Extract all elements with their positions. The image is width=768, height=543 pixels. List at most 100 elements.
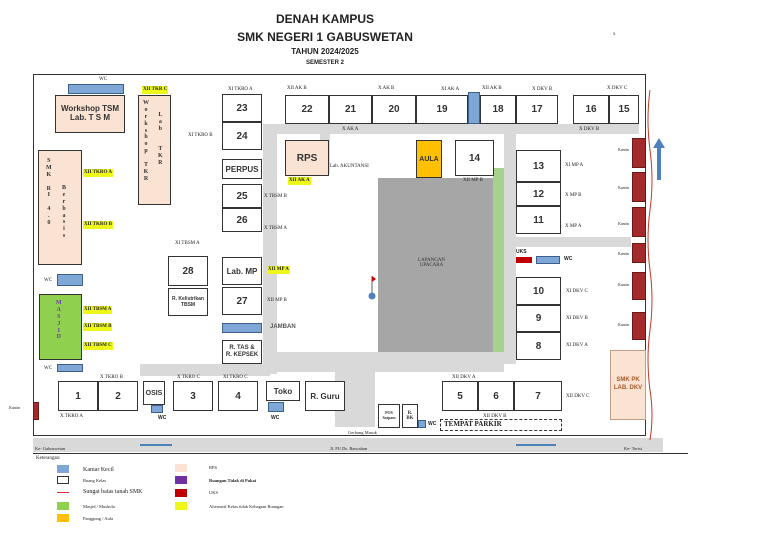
legend-label-aula: Panggung / Aula [83, 516, 113, 521]
kantin-5 [632, 272, 646, 300]
label-x-mp-a: X MP A [565, 224, 582, 229]
berbasis-label: B e r b a s i s [62, 185, 67, 240]
room-4: 4 [218, 381, 258, 411]
wc-top-left [68, 84, 124, 94]
legend-swatch-tidak-dipakai [175, 476, 187, 484]
kantin-2 [632, 172, 646, 202]
label-xi-ak-a: XI AK A [441, 87, 460, 92]
smk-ri-label: S M K R I 4 . 0 [46, 158, 52, 227]
title-denah: DENAH KAMPUS [275, 12, 374, 26]
parking-label: TEMPAT PARKIR [444, 420, 502, 428]
room-1-label: 1 [75, 390, 81, 402]
room-aula: AULA [416, 140, 442, 178]
room-12-label: 12 [532, 188, 545, 200]
room-workshop-tsm: Workshop TSM Lab. T S M [55, 95, 125, 133]
room-24: 24 [222, 122, 262, 150]
room-guru: R. Guru [305, 381, 345, 411]
tag-xii-tkr-c: XII TKR C [142, 86, 169, 94]
room-15: 15 [609, 95, 639, 124]
room-15-label: 15 [618, 104, 630, 115]
room-24-label: 24 [236, 130, 248, 142]
kantin-1 [632, 138, 646, 168]
title-semester: SEMESTER 2 [305, 60, 344, 66]
room-26-label: 26 [236, 214, 248, 226]
label-xii-dkv-c: XII DKV C [566, 394, 590, 399]
room-uks [516, 257, 532, 263]
title-year: TAHUN 2024/2025 [291, 47, 359, 56]
road-marker-right [516, 444, 556, 446]
label-x-dkv-c: X DKV C [607, 86, 628, 91]
wc-bk-label: WC [428, 421, 437, 427]
road-label-gabuswetan: Ke- Gabuswetan [35, 446, 66, 451]
label-xii-mp-b-left: XII MP B [267, 298, 287, 303]
osis-label: OSIS [145, 389, 163, 397]
room-9: 9 [516, 305, 561, 332]
legend-title: Keterangan: [36, 456, 61, 461]
room-7-label: 7 [535, 390, 541, 402]
wc-jamban [222, 323, 262, 333]
room-25: 25 [222, 184, 262, 208]
room-3: 3 [173, 381, 213, 411]
label-xi-tkro-a: XI TKRO A [228, 87, 253, 92]
room-5: 5 [442, 381, 478, 411]
toko-label: Toko [273, 386, 293, 396]
room-toko: Toko [266, 381, 300, 401]
room-lab-mp: Lab. MP [222, 257, 262, 285]
wc-left-mid-label: WC [44, 278, 53, 283]
room-14: 14 [455, 140, 494, 176]
aula-label: AULA [419, 155, 439, 163]
room-19-label: 19 [436, 104, 448, 115]
pos-satpam-label: POS Satpam [382, 410, 396, 420]
field-lapangan [378, 178, 493, 352]
label-xii-ak-b-right: XII AK B [482, 86, 502, 91]
room-6: 6 [478, 381, 514, 411]
room-18: 18 [480, 95, 516, 124]
room-11-label: 11 [533, 214, 544, 226]
legend-swatch-sungai [57, 492, 69, 493]
gerbang-label: Gerbang Masuk [348, 430, 377, 435]
wc-toko-label: WC [271, 415, 280, 421]
legend-swatch-kamar-kecil [57, 465, 69, 473]
kantin-3 [632, 207, 646, 237]
label-xi-dkv-a: XI DKV A [566, 343, 588, 348]
field-grass [493, 168, 504, 352]
river-border [644, 89, 656, 441]
legend-label-sungai: Sungai batas tanah SMK [83, 489, 143, 495]
room-smk-pk: SMK PK LAB. DKV [610, 350, 646, 420]
walkway-lower-left [140, 364, 270, 376]
workshop-tkr-label: W o r k s h o p T K R [143, 100, 149, 182]
label-x-ak-b: X AK B [378, 86, 395, 91]
room-17-label: 17 [531, 104, 543, 115]
parking-area [440, 419, 562, 431]
lapangan-label: LAPANGAN UPACARA [418, 258, 446, 268]
guru-label: R. Guru [310, 391, 340, 401]
room-2: 2 [98, 381, 138, 411]
label-x-tbsm-b: X TBSM B [264, 194, 287, 199]
wc-osis-label: WC [158, 415, 167, 421]
walkway-left-vertical [263, 124, 277, 374]
room-perpus: PERPUS [222, 159, 262, 179]
room-10: 10 [516, 277, 561, 305]
label-xi-dkv-b: XI DKV B [566, 316, 588, 321]
room-11: 11 [516, 206, 561, 234]
label-xii-dkv-a: XII DKV A [452, 375, 476, 380]
label-xii-mp-b-top: XII MP B [463, 178, 483, 183]
bk-label: R. BK [406, 411, 414, 421]
tag-xii-tkro-b: XII TKRO B [83, 221, 113, 229]
wc-uks [536, 256, 560, 264]
north-arrow-icon [652, 138, 666, 180]
room-13: 13 [516, 150, 561, 182]
room-3-label: 3 [190, 390, 196, 402]
road-label-jl-pu: Jl. PU Ds. Rancahan [330, 446, 368, 451]
label-xii-ak-b-top: XII AK B [287, 86, 307, 91]
label-lab-akuntansi: Lab. AKUNTANSI [330, 164, 369, 169]
room-6-label: 6 [493, 390, 499, 402]
wc-top-left-label: WC [99, 77, 108, 82]
title-school: SMK NEGERI 1 GABUSWETAN [237, 30, 413, 44]
road-edge-line [33, 453, 688, 454]
legend-label-uks: UKS [209, 490, 219, 495]
room-20: 20 [372, 95, 416, 124]
walkway-right-horizontal [516, 237, 631, 247]
wc-top-18 [468, 92, 480, 124]
walkway-bottom [277, 352, 504, 372]
